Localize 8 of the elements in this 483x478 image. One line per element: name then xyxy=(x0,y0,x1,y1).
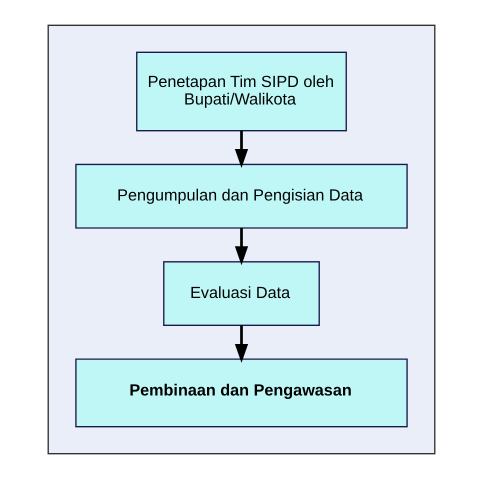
node-box: Pembinaan dan Pengawasan xyxy=(75,358,408,427)
arrow xyxy=(234,325,248,362)
cluster xyxy=(48,24,436,454)
node-box: Evaluasi Data xyxy=(163,260,320,326)
node-box: Pengumpulan dan Pengisian Data xyxy=(75,163,408,228)
arrow xyxy=(234,228,248,265)
node-box: Penetapan Tim SIPD oleh Bupati/Walikota xyxy=(136,51,347,131)
arrow xyxy=(234,130,248,168)
